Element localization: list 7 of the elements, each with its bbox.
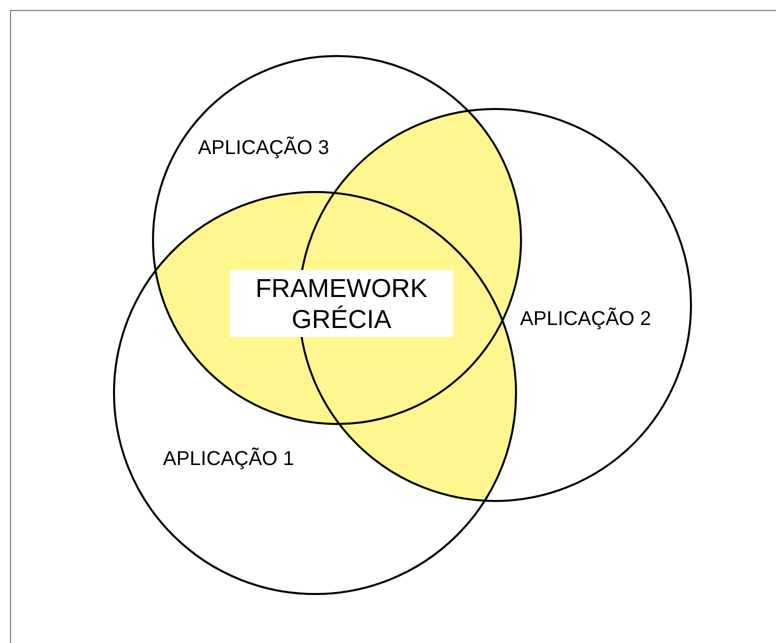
circle-label: APLICAÇÃO 3 — [198, 136, 330, 160]
circle-label: APLICAÇÃO 2 — [520, 307, 652, 331]
venn-circle — [113, 191, 517, 595]
framework-label: FRAMEWORK GRÉCIA — [254, 272, 428, 334]
title-box — [230, 270, 453, 337]
circle-label: APLICAÇÃO 1 — [163, 447, 294, 471]
venn-circle — [152, 55, 522, 425]
